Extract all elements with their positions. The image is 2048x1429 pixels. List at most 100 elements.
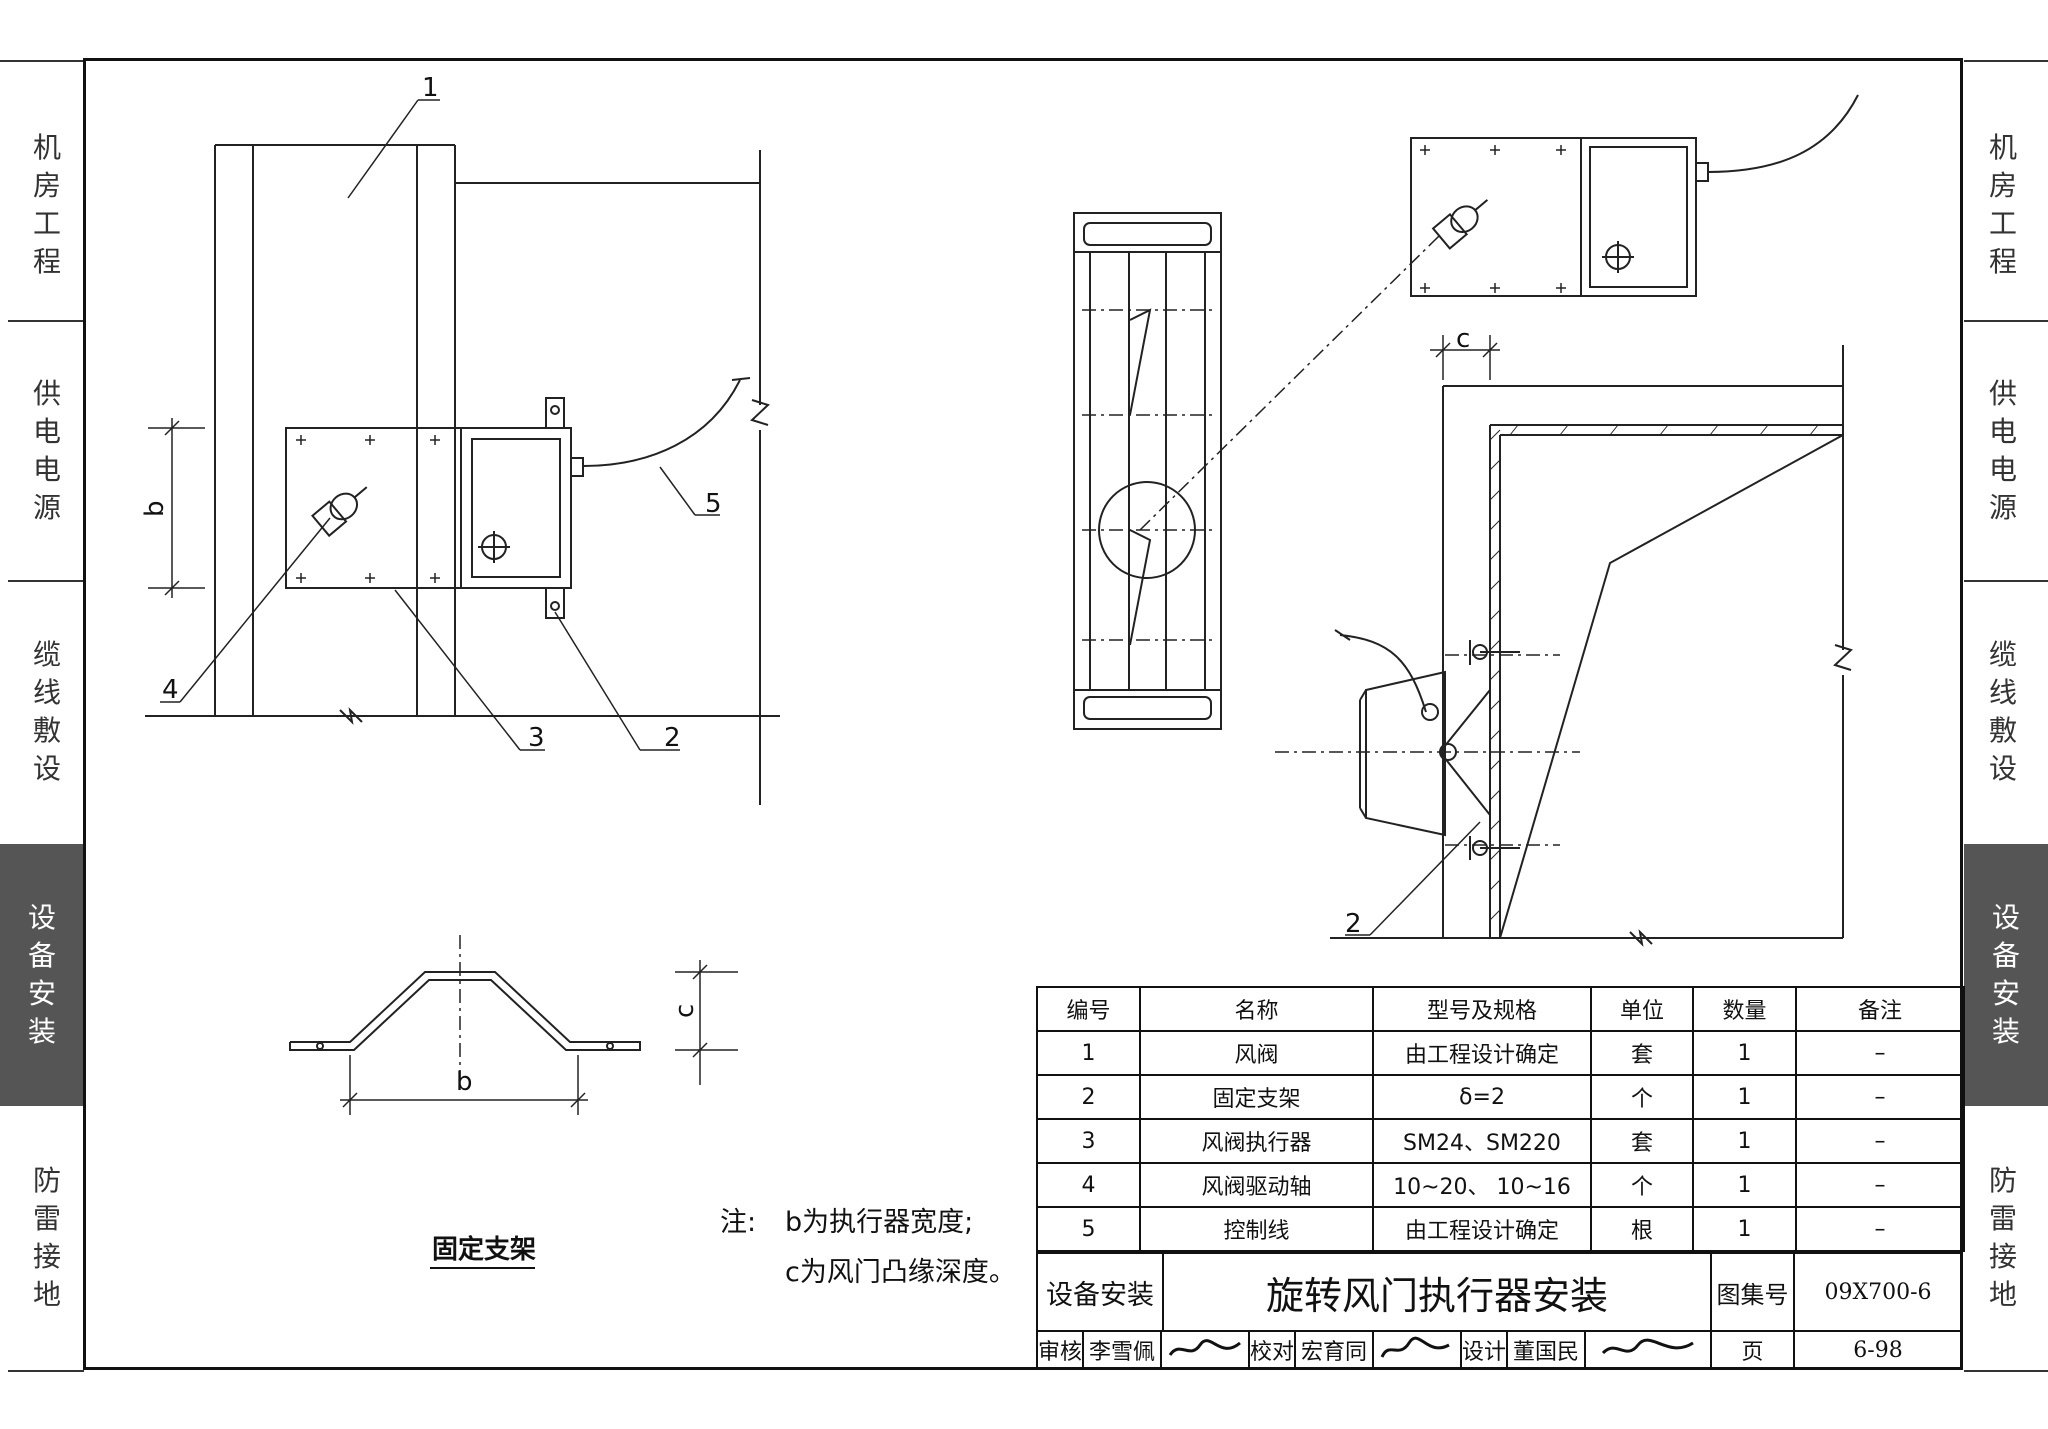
table-cell: SM24、SM220 bbox=[1372, 1118, 1592, 1164]
title-block: 设备安装 旋转风门执行器安装 图集号 09X700-6 审核 李雪佩 校对 宏育… bbox=[1036, 1252, 1963, 1370]
table-cell: 套 bbox=[1590, 1030, 1694, 1076]
table-cell: 1 bbox=[1692, 1074, 1797, 1120]
callout-4: 4 bbox=[162, 675, 179, 705]
side-tab-label: 机房工程 bbox=[32, 131, 61, 278]
table-cell: δ=2 bbox=[1372, 1074, 1592, 1120]
table-header-row: 编号 名称 型号及规格 单位 数量 备注 bbox=[1036, 986, 1965, 1032]
table-cell: 套 bbox=[1590, 1118, 1694, 1164]
table-cell: – bbox=[1795, 1206, 1965, 1252]
page-label: 页 bbox=[1710, 1330, 1795, 1370]
designer-name: 董国民 bbox=[1506, 1330, 1586, 1370]
callout-2-right: 2 bbox=[1345, 909, 1362, 939]
callout-5: 5 bbox=[705, 489, 722, 519]
side-tab-label: 供电电源 bbox=[1988, 377, 2017, 524]
table-row: 3 风阀执行器 SM24、SM220 套 1 – bbox=[1036, 1118, 1965, 1164]
bracket-detail bbox=[289, 935, 738, 1115]
side-tab-cabling[interactable]: 缆线敷设 bbox=[1964, 582, 2042, 842]
table-cell: 个 bbox=[1590, 1162, 1694, 1208]
signature-icon bbox=[1601, 1338, 1694, 1355]
dimension-b-left bbox=[148, 418, 205, 598]
reviewer-signature bbox=[1160, 1330, 1250, 1370]
right-damper-front-view bbox=[1073, 212, 1441, 730]
designer-signature bbox=[1584, 1330, 1712, 1370]
note-line-2: c为风门凸缘深度。 bbox=[785, 1257, 1016, 1288]
bracket-dim-b: b bbox=[456, 1067, 473, 1097]
table-cell: 1 bbox=[1692, 1118, 1797, 1164]
atlas-number: 09X700-6 bbox=[1793, 1252, 1963, 1332]
actuator-top-right bbox=[1410, 94, 1859, 297]
side-tab-lightning[interactable]: 防雷接地 bbox=[8, 1108, 86, 1368]
table-row: 2 固定支架 δ=2 个 1 – bbox=[1036, 1074, 1965, 1120]
atlas-label: 图集号 bbox=[1710, 1252, 1795, 1332]
table-row: 1 风阀 由工程设计确定 套 1 – bbox=[1036, 1030, 1965, 1076]
reviewer-name: 李雪佩 bbox=[1082, 1330, 1162, 1370]
col-header: 型号及规格 bbox=[1372, 986, 1592, 1032]
bracket-dim-c: c bbox=[670, 1004, 700, 1018]
side-tab-lightning[interactable]: 防雷接地 bbox=[1964, 1108, 2042, 1368]
table-cell: 5 bbox=[1036, 1206, 1141, 1252]
side-tab-power-supply[interactable]: 供电电源 bbox=[8, 322, 86, 580]
table-cell: – bbox=[1795, 1030, 1965, 1076]
col-header: 备注 bbox=[1795, 986, 1965, 1032]
side-tab-label: 设备安装 bbox=[27, 901, 56, 1048]
note-line-1: b为执行器宽度; bbox=[785, 1207, 974, 1238]
dim-c-label-right: c bbox=[1456, 324, 1470, 354]
dim-b-label: b bbox=[140, 500, 170, 517]
table-cell: 个 bbox=[1590, 1074, 1694, 1120]
divider bbox=[8, 580, 84, 582]
side-tab-label: 供电电源 bbox=[32, 377, 61, 524]
table-cell: 1 bbox=[1036, 1030, 1141, 1076]
table-cell: 控制线 bbox=[1139, 1206, 1374, 1252]
col-header: 名称 bbox=[1139, 986, 1374, 1032]
table-cell: – bbox=[1795, 1074, 1965, 1120]
dimension-c-right bbox=[1430, 335, 1500, 380]
side-tab-label: 防雷接地 bbox=[1988, 1164, 2017, 1311]
table-cell: 2 bbox=[1036, 1074, 1141, 1120]
table-cell: 风阀驱动轴 bbox=[1139, 1162, 1374, 1208]
table-cell: 1 bbox=[1692, 1206, 1797, 1252]
signature-icon bbox=[1168, 1339, 1241, 1356]
table-cell: 4 bbox=[1036, 1162, 1141, 1208]
checker-signature bbox=[1372, 1330, 1462, 1370]
table-cell: – bbox=[1795, 1118, 1965, 1164]
table-cell: 3 bbox=[1036, 1118, 1141, 1164]
side-tab-equipment-install[interactable]: 设备安装 bbox=[1964, 844, 2048, 1106]
callout-1: 1 bbox=[422, 73, 439, 103]
side-tab-power-supply[interactable]: 供电电源 bbox=[1964, 322, 2042, 580]
checker-name: 宏育同 bbox=[1294, 1330, 1374, 1370]
bracket-caption: 固定支架 bbox=[432, 1234, 536, 1265]
category-cell: 设备安装 bbox=[1036, 1252, 1164, 1332]
side-tab-cabling[interactable]: 缆线敷设 bbox=[8, 582, 86, 842]
table-row: 4 风阀驱动轴 10~20、 10~16 个 1 – bbox=[1036, 1162, 1965, 1208]
divider bbox=[1964, 60, 2048, 62]
table-cell: 1 bbox=[1692, 1162, 1797, 1208]
divider bbox=[1964, 580, 2048, 582]
leader-lines-left bbox=[160, 99, 720, 751]
divider bbox=[8, 320, 84, 322]
drawing-frame bbox=[83, 58, 1963, 1370]
side-tab-machine-room[interactable]: 机房工程 bbox=[1964, 90, 2042, 320]
review-label: 审核 bbox=[1036, 1330, 1084, 1370]
divider bbox=[1964, 320, 2048, 322]
side-tab-label: 缆线敷设 bbox=[32, 638, 61, 785]
callout-2: 2 bbox=[664, 723, 681, 753]
parts-table: 编号 名称 型号及规格 单位 数量 备注 1 风阀 由工程设计确定 套 1 – … bbox=[1036, 986, 1965, 1252]
table-row: 5 控制线 由工程设计确定 根 1 – bbox=[1036, 1206, 1965, 1252]
page-number: 6-98 bbox=[1793, 1330, 1963, 1370]
callout-3: 3 bbox=[528, 723, 545, 753]
right-section-view bbox=[1275, 345, 1853, 947]
side-tab-equipment-install[interactable]: 设备安装 bbox=[0, 844, 84, 1106]
table-cell: 1 bbox=[1692, 1030, 1797, 1076]
side-tab-machine-room[interactable]: 机房工程 bbox=[8, 90, 86, 320]
side-tab-label: 机房工程 bbox=[1988, 131, 2017, 278]
table-cell: 10~20、 10~16 bbox=[1372, 1162, 1592, 1208]
left-damper-view bbox=[145, 144, 780, 805]
table-cell: 风阀执行器 bbox=[1139, 1118, 1374, 1164]
actuator-plate bbox=[285, 377, 751, 619]
table-cell: 风阀 bbox=[1139, 1030, 1374, 1076]
col-header: 编号 bbox=[1036, 986, 1141, 1032]
note-prefix: 注: bbox=[720, 1207, 757, 1238]
col-header: 单位 bbox=[1590, 986, 1694, 1032]
divider bbox=[1964, 1370, 2048, 1372]
